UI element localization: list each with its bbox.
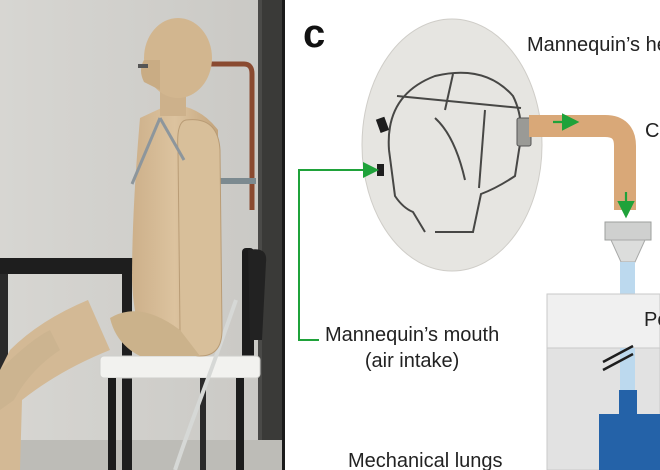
chair-seat: [99, 355, 261, 379]
panel-letter: c: [303, 12, 326, 56]
ear-fitting: [516, 117, 532, 147]
label-connector: Co: [645, 120, 660, 142]
mannequin-photo: [0, 0, 282, 470]
eye-marker: [375, 116, 390, 133]
schematic-diagram: c Mannequin’s head Co Mannequin’s mouth …: [285, 0, 660, 470]
copper-pipe: [210, 61, 255, 210]
break-mark-2: [602, 352, 634, 372]
pump-box: [546, 293, 660, 349]
label-mouth: Mannequin’s mouth (air intake): [325, 322, 499, 374]
connector-tube: [529, 115, 636, 210]
panel-divider: [282, 0, 285, 470]
break-mark-1: [602, 344, 634, 364]
lung-neck: [619, 390, 637, 414]
label-pump: Po: [644, 309, 660, 331]
funnel-body: [610, 239, 646, 263]
label-head: Mannequin’s head: [527, 34, 660, 56]
head-sketch: [387, 71, 522, 233]
funnel-cap: [604, 221, 652, 241]
mouth-bracket: [298, 169, 373, 341]
label-lungs: Mechanical lungs: [348, 450, 503, 470]
table-top: [0, 258, 140, 274]
schematic-canvas: [298, 18, 660, 470]
mannequin-head: [144, 18, 212, 98]
label-mouth-line2: (air intake): [364, 350, 460, 372]
mouth-marker: [377, 164, 384, 176]
lung-block: [599, 414, 660, 470]
label-mouth-line1: Mannequin’s mouth: [325, 324, 500, 346]
